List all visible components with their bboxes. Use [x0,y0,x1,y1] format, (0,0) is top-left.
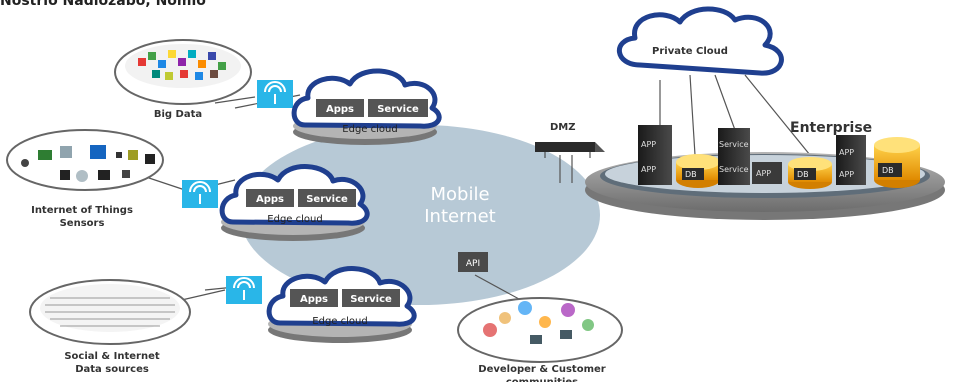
db-3-label: DB [882,166,894,175]
edge-3-service: Service [350,294,392,305]
dmz-label: DMZ [550,122,576,133]
db-1-label: DB [685,170,697,179]
edge-1-apps: Apps [326,104,354,115]
edge-2-service: Service [306,194,348,205]
api-box: API [458,252,488,272]
edge-cloud-1: Apps Service Edge cloud [291,68,442,145]
developer-community-icon [457,297,623,363]
enterprise-server-1: APP APP [638,125,672,185]
big-data-label: Big Data [154,109,202,120]
wireless-icon-middle [182,180,218,208]
page-heading-clipped: Nostrio Nadiozabo, Nomio [0,0,206,9]
iot-label-line1: Internet of Things [31,205,133,216]
server-1-app-top: APP [641,140,656,149]
mobile-internet-cloud [240,125,600,305]
iot-sensors-icon [6,129,164,191]
db-2-label: DB [797,170,809,179]
server-1-app-bottom: APP [641,165,656,174]
dmz-firewall [535,142,605,158]
enterprise-db-3: DB [874,137,920,188]
edge-1-label: Edge cloud [342,124,397,135]
social-label-line1: Social & Internet [64,351,160,362]
private-cloud-label: Private Cloud [652,46,728,57]
social-label-line2: Data sources [75,364,149,375]
private-cloud-shape [616,6,784,76]
server-2-service-bottom: Service [719,165,749,174]
edge-2-apps: Apps [256,194,284,205]
server-3-app-top: APP [839,148,854,157]
developer-label-line1: Developer & Customer [478,364,606,375]
edge-1-service: Service [377,104,419,115]
edge-cloud-3: Apps Service Edge cloud [266,266,417,343]
enterprise-db-1: DB [676,154,720,188]
mobile-internet-label-line2: Internet [424,206,495,227]
api-label: API [466,259,480,269]
enterprise-server-3: APP APP [836,135,866,185]
edge-cloud-2: Apps Service Edge cloud [219,164,370,241]
app-box-2-label: APP [756,169,771,178]
social-data-icon [29,279,191,345]
edge-3-label: Edge cloud [312,316,367,327]
enterprise-app-box-2: APP [752,162,782,184]
enterprise-label: Enterprise [790,120,872,136]
enterprise-db-2: DB [788,157,832,189]
mobile-internet-label-line1: Mobile [430,184,489,205]
iot-label-line2: Sensors [60,218,105,229]
wireless-icon-top [257,80,293,108]
edge-3-apps: Apps [300,294,328,305]
big-data-icon [114,39,252,105]
wireless-icon-bottom [226,276,262,304]
developer-label-line2: communities [506,377,578,382]
server-3-app-bottom: APP [839,170,854,179]
enterprise-server-2: Service Service [718,128,750,185]
edge-2-label: Edge cloud [267,214,322,225]
server-2-service-top: Service [719,140,749,149]
